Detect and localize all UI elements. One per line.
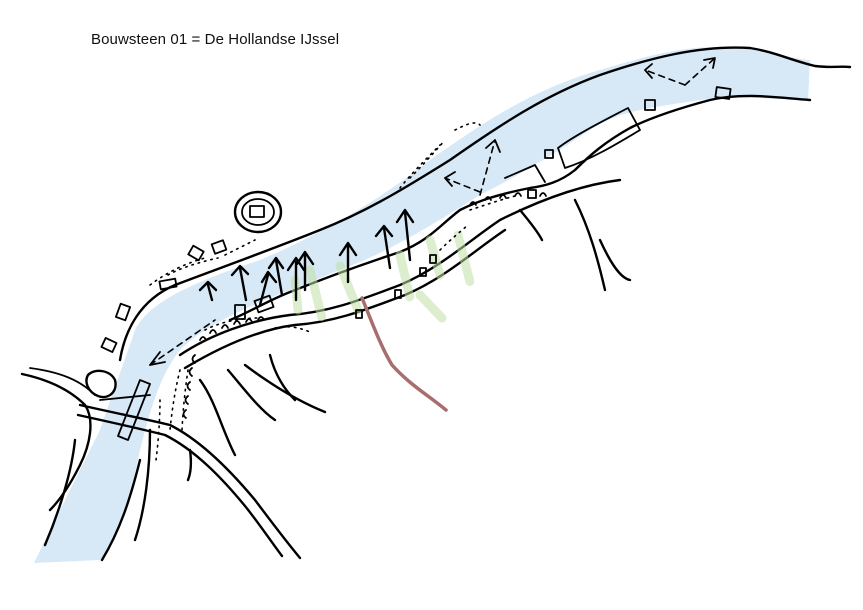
river-island bbox=[85, 369, 117, 399]
brown-walking-path bbox=[360, 296, 448, 412]
side-road-8 bbox=[133, 428, 152, 542]
side-road-9 bbox=[186, 448, 193, 482]
dike-road-b bbox=[183, 228, 507, 370]
side-road-1 bbox=[198, 378, 237, 457]
main-road-a bbox=[78, 403, 302, 560]
side-road-5 bbox=[573, 198, 607, 292]
side-road-4 bbox=[268, 353, 297, 402]
green-strip-2 bbox=[305, 265, 327, 323]
main-road-b bbox=[76, 413, 284, 558]
river-west-bank bbox=[20, 372, 92, 512]
river-west-shore bbox=[29, 367, 96, 396]
river-lower-west bbox=[43, 438, 77, 547]
side-road-2 bbox=[226, 368, 277, 422]
dike-markers bbox=[182, 192, 547, 419]
green-strip-7 bbox=[415, 290, 447, 323]
river-south-bank bbox=[228, 94, 812, 322]
diagram-title: Bouwsteen 01 = De Hollandse IJssel bbox=[91, 31, 340, 48]
side-road-7 bbox=[518, 208, 544, 242]
bridge bbox=[99, 379, 151, 441]
up-arrow-icon bbox=[198, 208, 415, 307]
river-water bbox=[34, 46, 810, 564]
river-lower-bank bbox=[100, 458, 142, 562]
dashed-arrow-icons bbox=[149, 57, 716, 366]
tree-dots bbox=[149, 122, 516, 461]
green-strip-3 bbox=[335, 261, 363, 315]
dike-road-a bbox=[178, 178, 622, 357]
side-road-3 bbox=[243, 363, 327, 414]
river-north-bank bbox=[118, 46, 852, 362]
side-road-6 bbox=[598, 238, 632, 282]
green-strip-5 bbox=[425, 235, 445, 280]
island-icon bbox=[233, 190, 283, 234]
green-strip-4 bbox=[395, 250, 415, 303]
building-icon bbox=[100, 86, 732, 353]
green-strip-6 bbox=[453, 230, 475, 287]
